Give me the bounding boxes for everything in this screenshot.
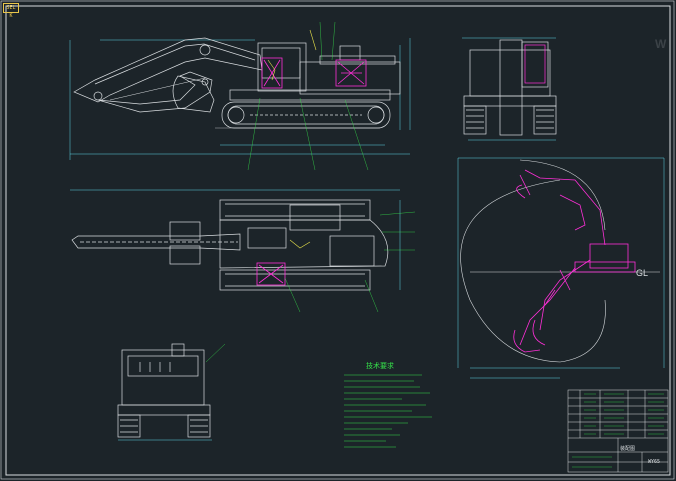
title-block-drawing-name: 装配图 bbox=[620, 446, 636, 452]
leader-lines-side bbox=[247, 21, 369, 171]
sheet-tag: SEL K bbox=[3, 3, 19, 19]
hydraulic-lines-side bbox=[267, 29, 317, 81]
technical-notes-title: 技术要求 bbox=[366, 362, 394, 370]
working-range-view bbox=[457, 157, 665, 379]
plan-view bbox=[70, 189, 401, 291]
rear-view bbox=[117, 343, 212, 441]
ground-line-label: GL bbox=[636, 268, 649, 278]
engine-highlight-side bbox=[261, 57, 367, 89]
title-block bbox=[567, 389, 669, 473]
title-block-code: WY65 bbox=[648, 459, 661, 465]
leader-lines-rear bbox=[205, 343, 226, 363]
inner-border bbox=[5, 5, 671, 476]
hydraulic-lines-plan bbox=[289, 239, 311, 249]
leader-lines-plan bbox=[284, 211, 416, 313]
engine-highlight-plan bbox=[256, 262, 286, 286]
watermark: W bbox=[655, 37, 667, 51]
excavator-envelope-magenta bbox=[513, 169, 636, 353]
title-block-entries bbox=[572, 393, 664, 468]
front-view bbox=[462, 37, 557, 141]
engine-highlight-front bbox=[524, 44, 546, 84]
side-elevation-view bbox=[69, 37, 411, 160]
technical-notes-lines bbox=[344, 374, 432, 448]
